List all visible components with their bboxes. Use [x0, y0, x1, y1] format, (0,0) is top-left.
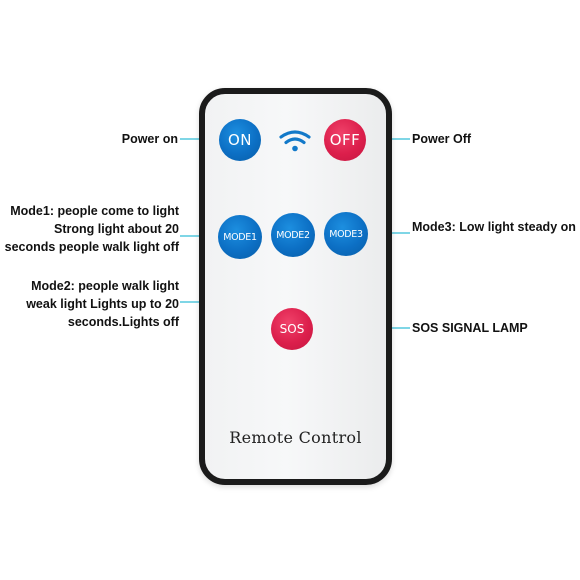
mode3-button[interactable]: MODE3 — [324, 212, 368, 256]
mode2-button[interactable]: MODE2 — [271, 213, 315, 257]
sos-label: SOS SIGNAL LAMP — [412, 321, 528, 335]
mode1-label: Mode1: people come to light Strong light… — [4, 204, 179, 254]
remote-control-title: Remote Control — [229, 428, 362, 447]
on-button[interactable]: ON — [219, 119, 261, 161]
power-off-label: Power Off — [412, 132, 472, 146]
mode2-label: Mode2: people walk light weak light Ligh… — [26, 279, 179, 329]
off-button[interactable]: OFF — [324, 119, 366, 161]
mode3-label: Mode3: Low light steady on — [412, 220, 576, 234]
wifi-icon — [279, 130, 311, 152]
mode1-button[interactable]: MODE1 — [218, 215, 262, 259]
sos-button[interactable]: SOS — [271, 308, 313, 350]
power-on-label: Power on — [121, 132, 178, 146]
